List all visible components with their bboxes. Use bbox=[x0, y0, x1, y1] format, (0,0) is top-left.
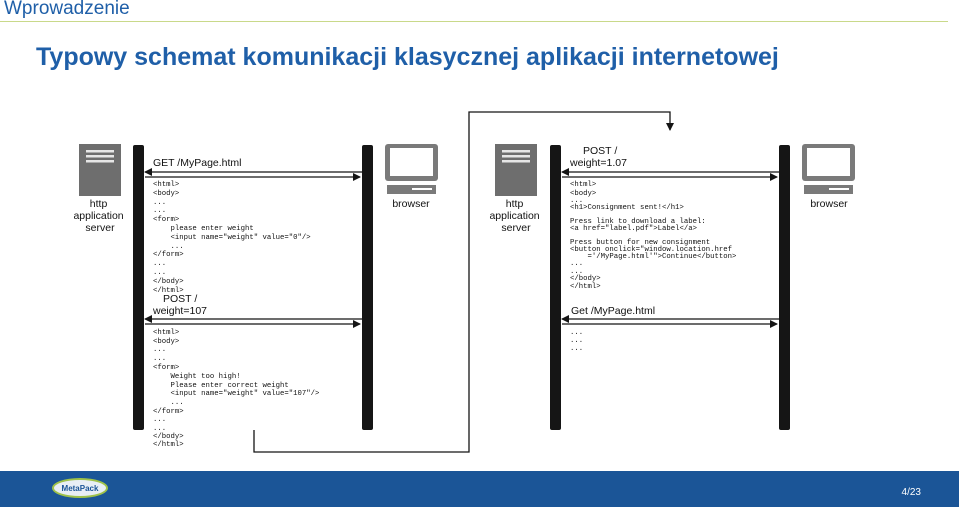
right-server-label: http application server bbox=[489, 198, 542, 234]
code-line: <a href="label.pdf">Label</a> bbox=[570, 225, 697, 233]
code-line: Please enter correct weight bbox=[153, 382, 289, 390]
code-line: Press button for new consignment bbox=[570, 239, 710, 247]
right-response-code-1: <html> <body> ... <h1>Consignment sent!<… bbox=[0, 0, 758, 291]
page-number: 4/23 bbox=[901, 487, 921, 498]
code-line: ... bbox=[570, 268, 583, 276]
code-line: <html> bbox=[153, 329, 179, 337]
section-title: Wprowadzenie bbox=[4, 0, 130, 19]
code-line: </html> bbox=[570, 283, 601, 291]
right-message-2: Get /MyPage.html bbox=[571, 305, 655, 317]
right-browser-icon bbox=[802, 144, 855, 194]
code-line: ... bbox=[570, 337, 583, 345]
code-line: Press link to download a label: bbox=[570, 218, 706, 226]
code-line: <input name="weight" value="0"/> bbox=[153, 234, 311, 242]
code-line: <form> bbox=[153, 216, 179, 224]
left-server-label-line: http bbox=[90, 198, 108, 210]
sequence-diagram: http application server browser GET /MyP… bbox=[0, 0, 855, 453]
left-message-2: POST / weight=107 bbox=[152, 293, 207, 317]
left-message-2-line: POST / bbox=[163, 293, 197, 305]
code-line: </html> bbox=[153, 287, 184, 295]
right-message-2-line: Get /MyPage.html bbox=[571, 305, 655, 317]
left-server-label-line: application bbox=[73, 210, 123, 222]
code-line: <body> bbox=[570, 190, 596, 198]
header-divider bbox=[0, 21, 948, 22]
code-line: ='/MyPage.html'">Continue</button> bbox=[570, 253, 736, 261]
right-message-1-line: weight=1.07 bbox=[569, 157, 627, 169]
right-browser-label: browser bbox=[810, 198, 848, 210]
code-line: ... bbox=[153, 260, 166, 268]
code-line: ... bbox=[153, 355, 166, 363]
code-line: ... bbox=[570, 197, 583, 205]
code-line: ... bbox=[153, 199, 166, 207]
left-server-label-line: server bbox=[85, 222, 115, 234]
left-browser-label: browser bbox=[392, 198, 430, 210]
right-message-1-line: POST / bbox=[583, 145, 617, 157]
code-line: ... bbox=[153, 425, 166, 433]
code-line: ... bbox=[153, 399, 184, 407]
code-line: </form> bbox=[153, 251, 184, 259]
code-line: Weight too high! bbox=[153, 373, 241, 381]
left-message-1: GET /MyPage.html bbox=[153, 157, 242, 169]
code-line: ... bbox=[153, 243, 184, 251]
left-response-code-1: <html> <body> ... ... <form> please ente… bbox=[0, 0, 333, 295]
left-response-code-2: <html> <body> ... ... <form> Weight too … bbox=[0, 0, 341, 449]
code-line: <button onclick="window.location.href bbox=[570, 246, 732, 254]
code-line: </body> bbox=[153, 433, 184, 441]
left-browser-icon bbox=[385, 144, 438, 194]
right-server-icon bbox=[495, 144, 537, 196]
code-line: ... bbox=[153, 269, 166, 277]
left-browser-lifeline bbox=[362, 145, 373, 430]
code-line: ... bbox=[570, 329, 583, 337]
right-message-1: POST / weight=1.07 bbox=[569, 145, 627, 169]
metapack-logo: MetaPack bbox=[52, 478, 108, 498]
right-response-code-2: ... ... ... bbox=[0, 0, 605, 353]
right-server-label-line: application bbox=[489, 210, 539, 222]
right-server-label-line: http bbox=[506, 198, 524, 210]
code-line: ... bbox=[570, 260, 583, 268]
right-browser-lifeline bbox=[779, 145, 790, 430]
slide-title: Typowy schemat komunikacji klasycznej ap… bbox=[36, 43, 779, 71]
code-line: <h1>Consignment sent!</h1> bbox=[570, 204, 684, 212]
code-line: ... bbox=[570, 345, 583, 353]
left-server-icon bbox=[79, 144, 121, 196]
right-server-lifeline bbox=[550, 145, 561, 430]
code-line: <html> bbox=[153, 181, 179, 189]
code-line: <html> bbox=[570, 181, 596, 189]
footer-bar bbox=[0, 471, 959, 507]
code-line: </body> bbox=[153, 278, 184, 286]
code-line: ... bbox=[153, 346, 166, 354]
left-message-1-line: GET /MyPage.html bbox=[153, 157, 242, 169]
left-message-2-line: weight=107 bbox=[152, 305, 207, 317]
code-line: <input name="weight" value="107"/> bbox=[153, 390, 319, 398]
code-line: ... bbox=[153, 207, 166, 215]
code-line: </form> bbox=[153, 408, 184, 416]
code-line: <body> bbox=[153, 190, 179, 198]
code-line: <body> bbox=[153, 338, 179, 346]
left-server-label: http application server bbox=[73, 198, 126, 234]
logo-text: MetaPack bbox=[61, 484, 99, 493]
code-line: </html> bbox=[153, 441, 184, 449]
connector-arrow bbox=[253, 111, 674, 453]
right-server-label-line: server bbox=[501, 222, 531, 234]
code-line: </body> bbox=[570, 275, 601, 283]
left-server-lifeline bbox=[133, 145, 144, 430]
code-line: please enter weight bbox=[153, 225, 254, 233]
code-line: ... bbox=[153, 416, 166, 424]
code-line: <form> bbox=[153, 364, 179, 372]
